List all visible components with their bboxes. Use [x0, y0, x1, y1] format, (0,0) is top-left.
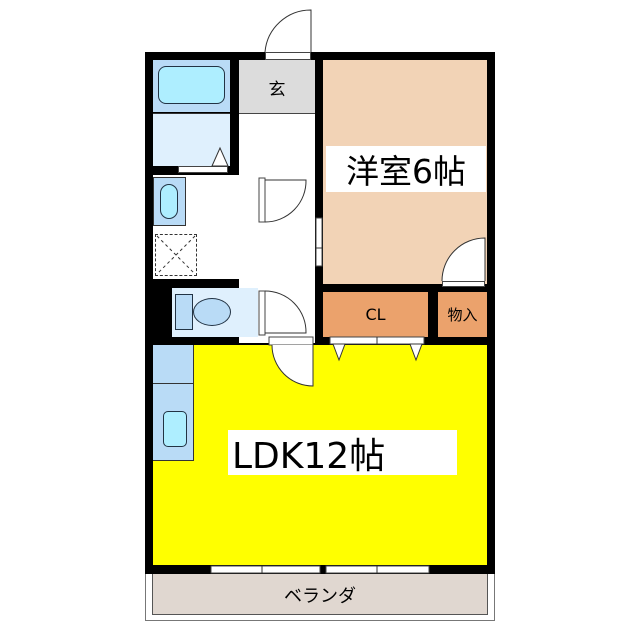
veranda-label: ベランダ: [284, 586, 356, 607]
bath-door: [178, 166, 228, 173]
entrance-label: 玄: [268, 79, 286, 100]
ldk-label: LDK12帖: [228, 430, 457, 477]
toilet-bowl-icon: [193, 298, 231, 326]
closet-label: CL: [365, 305, 386, 324]
closet: [323, 292, 428, 337]
washbasin-icon: [160, 184, 178, 219]
toilet-tank-icon: [175, 294, 193, 330]
storage: [438, 292, 487, 337]
kitchen-divider: [153, 383, 194, 384]
entrance-door[interactable]: [265, 52, 311, 60]
storage-door[interactable]: [442, 281, 485, 287]
bathtub-icon: [158, 66, 225, 104]
storage-label: 物入: [447, 306, 478, 324]
sink-icon: [163, 411, 187, 447]
western-room-label: 洋室6帖: [326, 146, 486, 192]
veranda: [152, 573, 488, 615]
entrance: [239, 60, 315, 114]
